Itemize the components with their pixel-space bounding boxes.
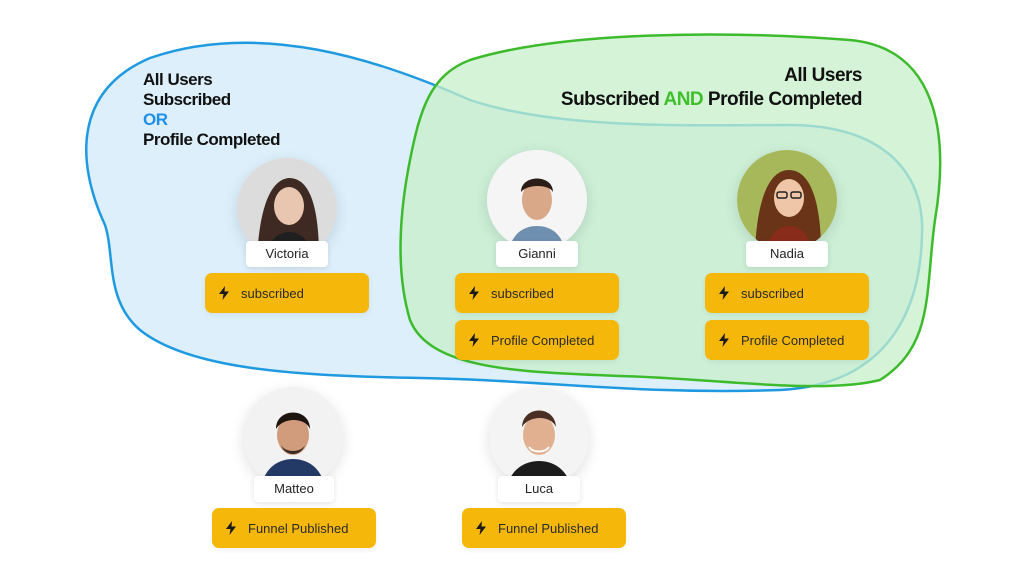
and-set-label: All Users Subscribed AND Profile Complet… bbox=[560, 64, 863, 112]
lightning-bolt-icon bbox=[218, 286, 230, 300]
name-tag-victoria: Victoria bbox=[246, 241, 328, 267]
event-tag-gianni-profile-completed: Profile Completed bbox=[455, 320, 619, 360]
person-photo-icon bbox=[243, 387, 343, 487]
avatar-gianni bbox=[487, 150, 587, 250]
event-label: Funnel Published bbox=[248, 520, 349, 536]
event-label: Profile Completed bbox=[491, 332, 595, 348]
name-tag-luca: Luca bbox=[498, 476, 580, 502]
event-label: subscribed bbox=[241, 285, 304, 301]
and-set-label-line1: All Users bbox=[784, 65, 862, 86]
person-photo-icon bbox=[737, 150, 837, 250]
lightning-bolt-icon bbox=[468, 286, 480, 300]
event-tag-victoria-subscribed: subscribed bbox=[205, 273, 369, 313]
person-photo-icon bbox=[489, 387, 589, 487]
event-label: Funnel Published bbox=[498, 520, 599, 536]
lightning-bolt-icon bbox=[475, 521, 487, 535]
or-set-label-line2: Subscribed bbox=[143, 90, 231, 109]
name-tag-matteo: Matteo bbox=[254, 476, 334, 502]
event-label: subscribed bbox=[491, 285, 554, 301]
event-label: subscribed bbox=[741, 285, 804, 301]
avatar-matteo bbox=[243, 387, 343, 487]
avatar-nadia bbox=[737, 150, 837, 250]
or-operator: OR bbox=[143, 110, 168, 129]
name-tag-gianni: Gianni bbox=[496, 241, 578, 267]
or-set-label: All Users Subscribed OR Profile Complete… bbox=[143, 70, 280, 150]
or-set-label-line4: Profile Completed bbox=[143, 130, 280, 149]
event-tag-nadia-profile-completed: Profile Completed bbox=[705, 320, 869, 360]
and-operator: AND bbox=[663, 89, 704, 110]
and-set-label-suffix: Profile Completed bbox=[707, 89, 863, 110]
lightning-bolt-icon bbox=[718, 286, 730, 300]
event-tag-nadia-subscribed: subscribed bbox=[705, 273, 869, 313]
lightning-bolt-icon bbox=[468, 333, 480, 347]
and-set-label-prefix: Subscribed bbox=[560, 89, 660, 110]
lightning-bolt-icon bbox=[718, 333, 730, 347]
and-set-label-line2: Subscribed AND Profile Completed bbox=[560, 88, 863, 112]
event-tag-gianni-subscribed: subscribed bbox=[455, 273, 619, 313]
or-set-label-line1: All Users bbox=[143, 70, 213, 89]
event-tag-matteo-funnel-published: Funnel Published bbox=[212, 508, 376, 548]
event-label: Profile Completed bbox=[741, 332, 845, 348]
event-tag-luca-funnel-published: Funnel Published bbox=[462, 508, 626, 548]
name-tag-nadia: Nadia bbox=[746, 241, 828, 267]
person-photo-icon bbox=[487, 150, 587, 250]
avatar-luca bbox=[489, 387, 589, 487]
lightning-bolt-icon bbox=[225, 521, 237, 535]
